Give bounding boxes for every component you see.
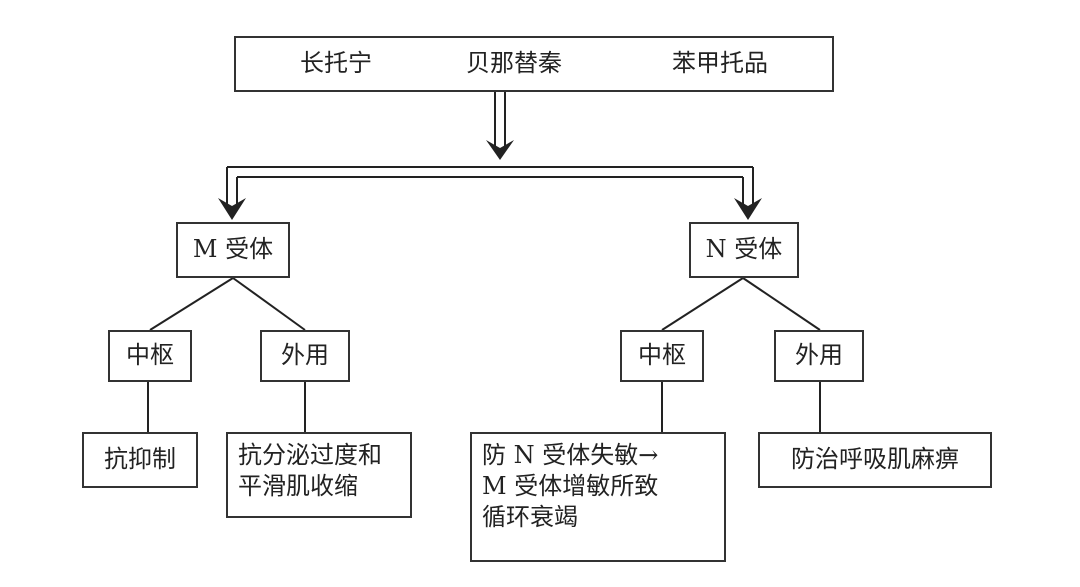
m-central-box: 中枢 [108,330,192,382]
effect-line: 循环衰竭 [482,503,578,532]
m-central-effect-box: 抗抑制 [82,432,198,488]
n-peripheral-effect-box: 防治呼吸肌麻痹 [758,432,992,488]
line-n-to-peripheral [742,277,821,331]
arrow-to-n-receptor [734,167,762,220]
line-m-to-central [149,277,234,331]
effect-line: M 受体增敏所致 [482,472,659,501]
arrow-drugs-to-split [486,92,514,160]
n-receptor-box: N 受体 [689,222,799,278]
m-peripheral-effect-box: 抗分泌过度和 平滑肌收缩 [226,432,412,518]
effect-line: 平滑肌收缩 [238,472,358,501]
arrow-to-m-receptor [218,167,246,220]
effect-line: 抗分泌过度和 [238,441,382,469]
split-bar [227,166,753,178]
n-central-effect-box: 防 N 受体失敏→ M 受体增敏所致 循环衰竭 [470,432,726,562]
drug-name: 长托宁 [300,49,372,77]
m-peripheral-box: 外用 [260,330,350,382]
drug-name: 贝那替秦 [466,49,562,77]
effect-line: 防 N 受体失敏→ [482,441,659,469]
drugs-box: 长托宁 贝那替秦 苯甲托品 [234,36,834,92]
n-central-box: 中枢 [620,330,704,382]
m-receptor-box: M 受体 [176,222,290,278]
drug-name: 苯甲托品 [672,49,768,77]
line-n-to-central [661,277,744,331]
n-peripheral-box: 外用 [774,330,864,382]
line-m-to-peripheral [232,277,306,331]
